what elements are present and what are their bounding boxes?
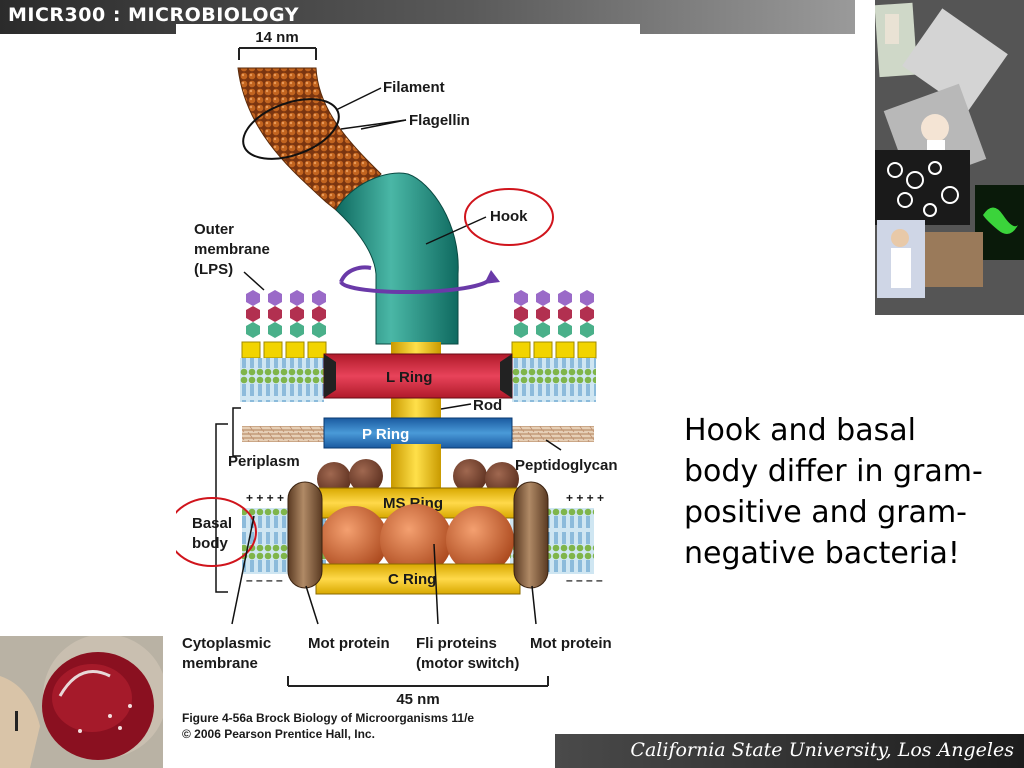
periplasm-bracket: [232, 407, 241, 457]
lps-left: [241, 290, 327, 359]
p-ring-shape: [323, 417, 513, 449]
figure-caption-1: Figure 4-56a Brock Biology of Microorgan…: [182, 711, 474, 725]
peptidoglycan-right: [512, 426, 594, 442]
lps-right: [511, 290, 597, 359]
side-text-line-4: negative bacteria!: [684, 536, 960, 571]
side-text-line-3: positive and gram-: [684, 495, 967, 530]
petri-dish-art: [0, 636, 163, 768]
label-c-ring: C Ring: [388, 571, 436, 588]
outer-membrane-right: [512, 358, 596, 402]
peptidoglycan-left: [242, 426, 324, 442]
top-dimension-bar: [238, 47, 317, 60]
photo-collage: [875, 0, 1024, 315]
flagellum-figure: 14 nm Filament Flagellin Hook Outer memb…: [176, 24, 640, 744]
mot-protein-left-shape: [287, 481, 323, 589]
label-p-ring: P Ring: [362, 426, 409, 443]
mot-protein-right-shape: [513, 481, 549, 589]
side-text-line-2: body differ in gram-: [684, 454, 983, 489]
rotation-arrow: [339, 276, 493, 294]
label-fli-proteins-2: (motor switch): [416, 655, 519, 672]
label-cytoplasmic-1: Cytoplasmic: [182, 635, 271, 652]
label-hook: Hook: [490, 208, 528, 225]
minus-signs-right: – – – –: [566, 573, 603, 587]
dimension-bottom-label: 45 nm: [396, 691, 439, 708]
footer-bar: California State University, Los Angeles: [555, 734, 1024, 768]
label-outer-membrane-3: (LPS): [194, 261, 233, 278]
c-ring-shape: [315, 563, 521, 595]
label-peptidoglycan: Peptidoglycan: [515, 457, 618, 474]
dimension-top-label: 14 nm: [255, 29, 298, 46]
collage-art: [875, 0, 1024, 315]
figure-caption-2: © 2006 Pearson Prentice Hall, Inc.: [182, 727, 375, 741]
label-rod: Rod: [473, 397, 502, 414]
label-outer-membrane-2: membrane: [194, 241, 270, 258]
footer-university-name: California State University, Los Angeles: [630, 739, 1014, 761]
basal-body-highlight-circle: [176, 497, 257, 567]
flagellum-diagram: 14 nm Filament Flagellin Hook Outer memb…: [176, 29, 618, 741]
petri-dish-photo: [0, 636, 163, 768]
side-text-line-1: Hook and basal: [684, 413, 916, 448]
label-flagellin: Flagellin: [409, 112, 470, 129]
plus-signs-right: + + + +: [566, 491, 604, 505]
label-cytoplasmic-2: membrane: [182, 655, 258, 672]
label-basal-body-2: body: [192, 535, 228, 552]
outer-membrane-left: [240, 358, 324, 402]
label-mot-protein-right: Mot protein: [530, 635, 612, 652]
label-outer-membrane-1: Outer: [194, 221, 234, 238]
label-fli-proteins-1: Fli proteins: [416, 635, 497, 652]
hook-highlight-circle: [464, 188, 554, 246]
plus-signs-left: + + + +: [246, 491, 284, 505]
slide-header-title: MICR300 : MICROBIOLOGY: [8, 4, 299, 26]
label-l-ring: L Ring: [386, 369, 432, 386]
label-mot-protein-left: Mot protein: [308, 635, 390, 652]
hook-shape: [335, 172, 459, 345]
bottom-dimension-bar: [287, 676, 549, 687]
flagellin-highlight-ellipse: [242, 98, 340, 160]
label-filament: Filament: [383, 79, 445, 96]
label-periplasm: Periplasm: [228, 453, 300, 470]
slide-side-text: Hook and basal body differ in gram- posi…: [684, 410, 1014, 574]
minus-signs-left: – – – –: [246, 573, 283, 587]
label-basal-body-1: Basal: [192, 515, 232, 532]
basal-body-bracket: [215, 423, 228, 593]
